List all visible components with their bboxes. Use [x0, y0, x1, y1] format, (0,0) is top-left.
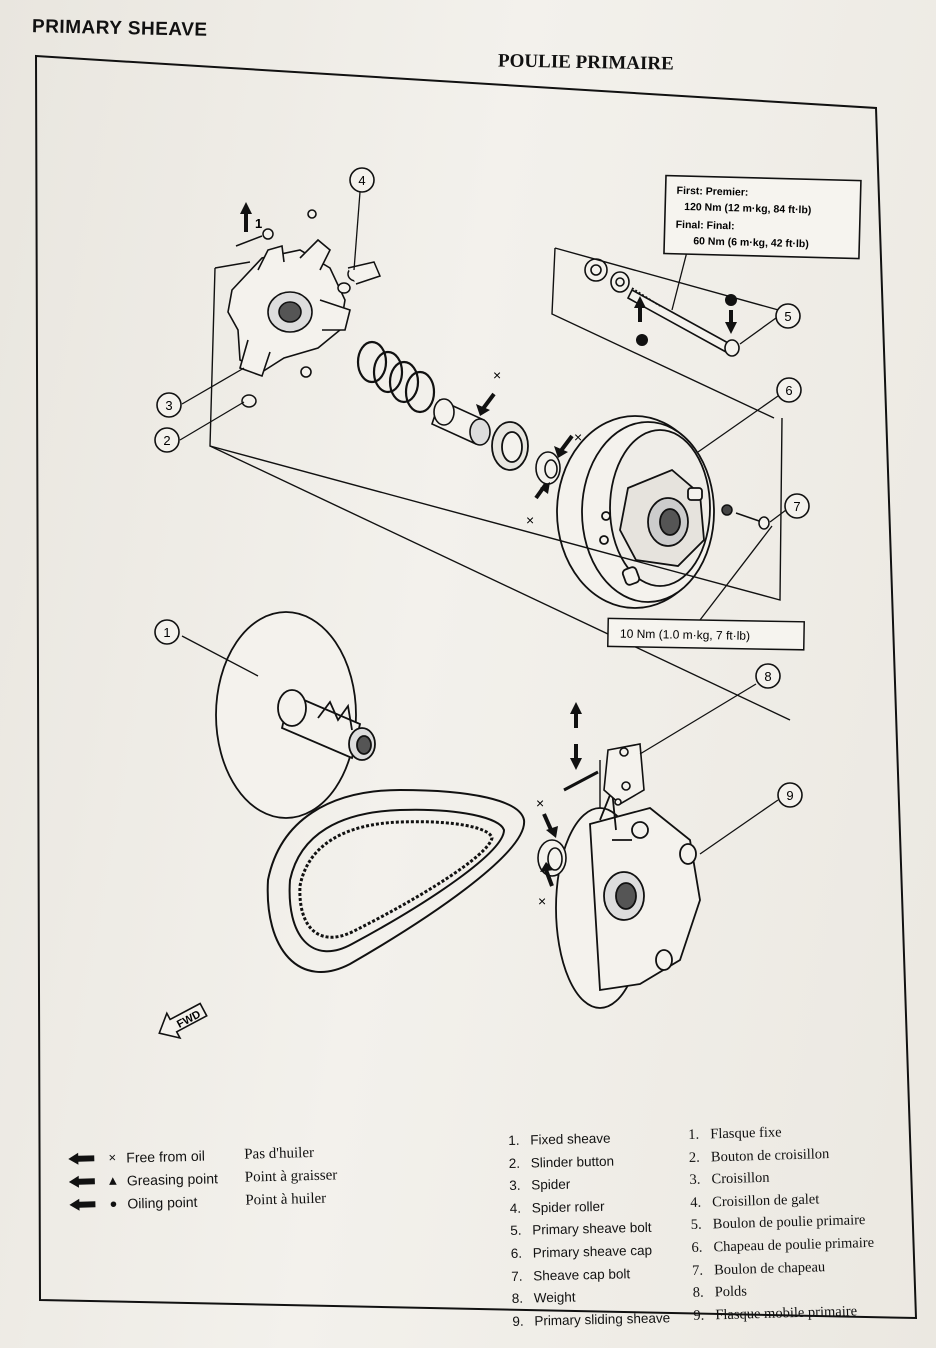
legend-arrow-icon	[68, 1152, 95, 1165]
legend-row-free-from-oil: × Free from oil Pas d'huiler	[66, 1140, 337, 1170]
legend-row-greasing: ▲ Greasing point Point à graisser	[67, 1163, 338, 1193]
sheave-cap-bolt	[721, 504, 770, 530]
svg-text:FWD: FWD	[175, 1008, 203, 1030]
svg-text:10 Nm (1.0 m·kg, 7 ft·lb): 10 Nm (1.0 m·kg, 7 ft·lb)	[620, 627, 750, 643]
assembly-guide-lines	[209, 247, 801, 900]
svg-text:×: ×	[538, 893, 546, 909]
fixed-sheave	[215, 611, 376, 819]
svg-text:4: 4	[358, 173, 365, 188]
callout-8: 8	[755, 663, 781, 689]
primary-sliding-sheave	[555, 789, 701, 1009]
callout-4: 4	[349, 167, 375, 193]
primary-sheave-cap	[556, 415, 715, 609]
cap-bushing	[535, 451, 561, 485]
primary-sheave-bolt	[584, 258, 740, 357]
drive-belt	[266, 788, 526, 973]
bushing	[431, 398, 491, 446]
svg-text:×: ×	[536, 795, 544, 811]
legend-row-oiling: ● Oiling point Point à huiler	[67, 1186, 338, 1216]
svg-text:8: 8	[764, 669, 771, 684]
part-item-en: 9.Primary sliding sheave	[512, 1310, 671, 1329]
spring-stack	[356, 340, 436, 414]
seal	[491, 421, 529, 471]
svg-text:60 Nm (6 m·kg, 42 ft·lb): 60 Nm (6 m·kg, 42 ft·lb)	[693, 235, 809, 250]
page-title-en: PRIMARY SHEAVE	[31, 16, 208, 41]
forward-direction-arrow: FWD	[158, 1002, 208, 1040]
legend-label-fr: Point à graisser	[244, 1166, 338, 1186]
part-item-en: 6.Primary sheave cap	[510, 1242, 653, 1261]
oil-mark-sheave-bolt-head	[725, 294, 737, 334]
slider-button	[241, 394, 257, 408]
free-oil-mark-bushing: ×	[476, 367, 501, 416]
torque-box-sheave-bolt: First: Premier: 120 Nm (12 m·kg, 84 ft·l…	[663, 174, 862, 260]
svg-text:6: 6	[785, 383, 792, 398]
legend-arrow-icon	[69, 1198, 96, 1211]
svg-text:1: 1	[255, 216, 262, 231]
svg-text:First: Premier:: First: Premier:	[676, 185, 748, 199]
oil-mark-sheave-bolt-thread	[634, 296, 648, 346]
callout-9: 9	[777, 782, 803, 808]
legend-symbol: ●	[109, 1195, 118, 1211]
legend-label-fr: Point à huiler	[245, 1190, 327, 1209]
callout-leaders	[179, 191, 787, 855]
legend-label-en: Oiling point	[127, 1193, 198, 1212]
torque-box-cap-bolt: 10 Nm (1.0 m·kg, 7 ft·lb)	[607, 617, 805, 651]
svg-text:×: ×	[526, 512, 534, 528]
spider-assembly	[227, 209, 351, 378]
svg-text:120 Nm (12 m·kg, 84 ft·lb): 120 Nm (12 m·kg, 84 ft·lb)	[684, 201, 811, 216]
svg-text:9: 9	[786, 788, 793, 803]
parts-list-en: 1.Fixed sheave 2.Slinder button 3.Spider…	[508, 1126, 670, 1333]
free-oil-mark-sliding-bushing: × ×	[536, 795, 558, 909]
callout-7: 7	[784, 493, 810, 519]
page-frame	[34, 54, 918, 1320]
svg-text:5: 5	[784, 309, 791, 324]
grease-mark-weight	[570, 702, 582, 770]
svg-text:2: 2	[163, 433, 170, 448]
callout-2: 2	[154, 427, 180, 453]
svg-text:×: ×	[574, 429, 582, 445]
grease-mark-spider-bolt: 1	[240, 202, 262, 232]
svg-text:Final: Final:: Final: Final:	[676, 219, 735, 233]
free-oil-mark-cap-bushing: × ×	[526, 429, 582, 528]
exploded-diagram: 1 2 3 4 5 6 7 8	[34, 54, 918, 1320]
parts-list-fr: 1.Flasque fixe 2.Bouton de croisillon 3.…	[688, 1119, 876, 1327]
callout-6: 6	[776, 377, 802, 403]
legend-arrow-icon	[68, 1175, 95, 1188]
weight	[563, 743, 645, 806]
spider-roller	[337, 261, 382, 294]
svg-text:×: ×	[493, 367, 501, 383]
legend-symbol: ×	[108, 1149, 117, 1165]
callout-5: 5	[775, 303, 801, 329]
callout-3: 3	[156, 392, 182, 418]
svg-text:3: 3	[165, 398, 172, 413]
svg-text:1: 1	[163, 625, 170, 640]
svg-text:7: 7	[793, 499, 800, 514]
spider-bolt	[235, 228, 274, 247]
callout-1: 1	[154, 619, 180, 645]
legend-symbol: ▲	[106, 1172, 120, 1188]
legend-label-fr: Pas d'huiler	[244, 1144, 315, 1163]
lubrication-legend: × Free from oil Pas d'huiler ▲ Greasing …	[66, 1140, 338, 1216]
